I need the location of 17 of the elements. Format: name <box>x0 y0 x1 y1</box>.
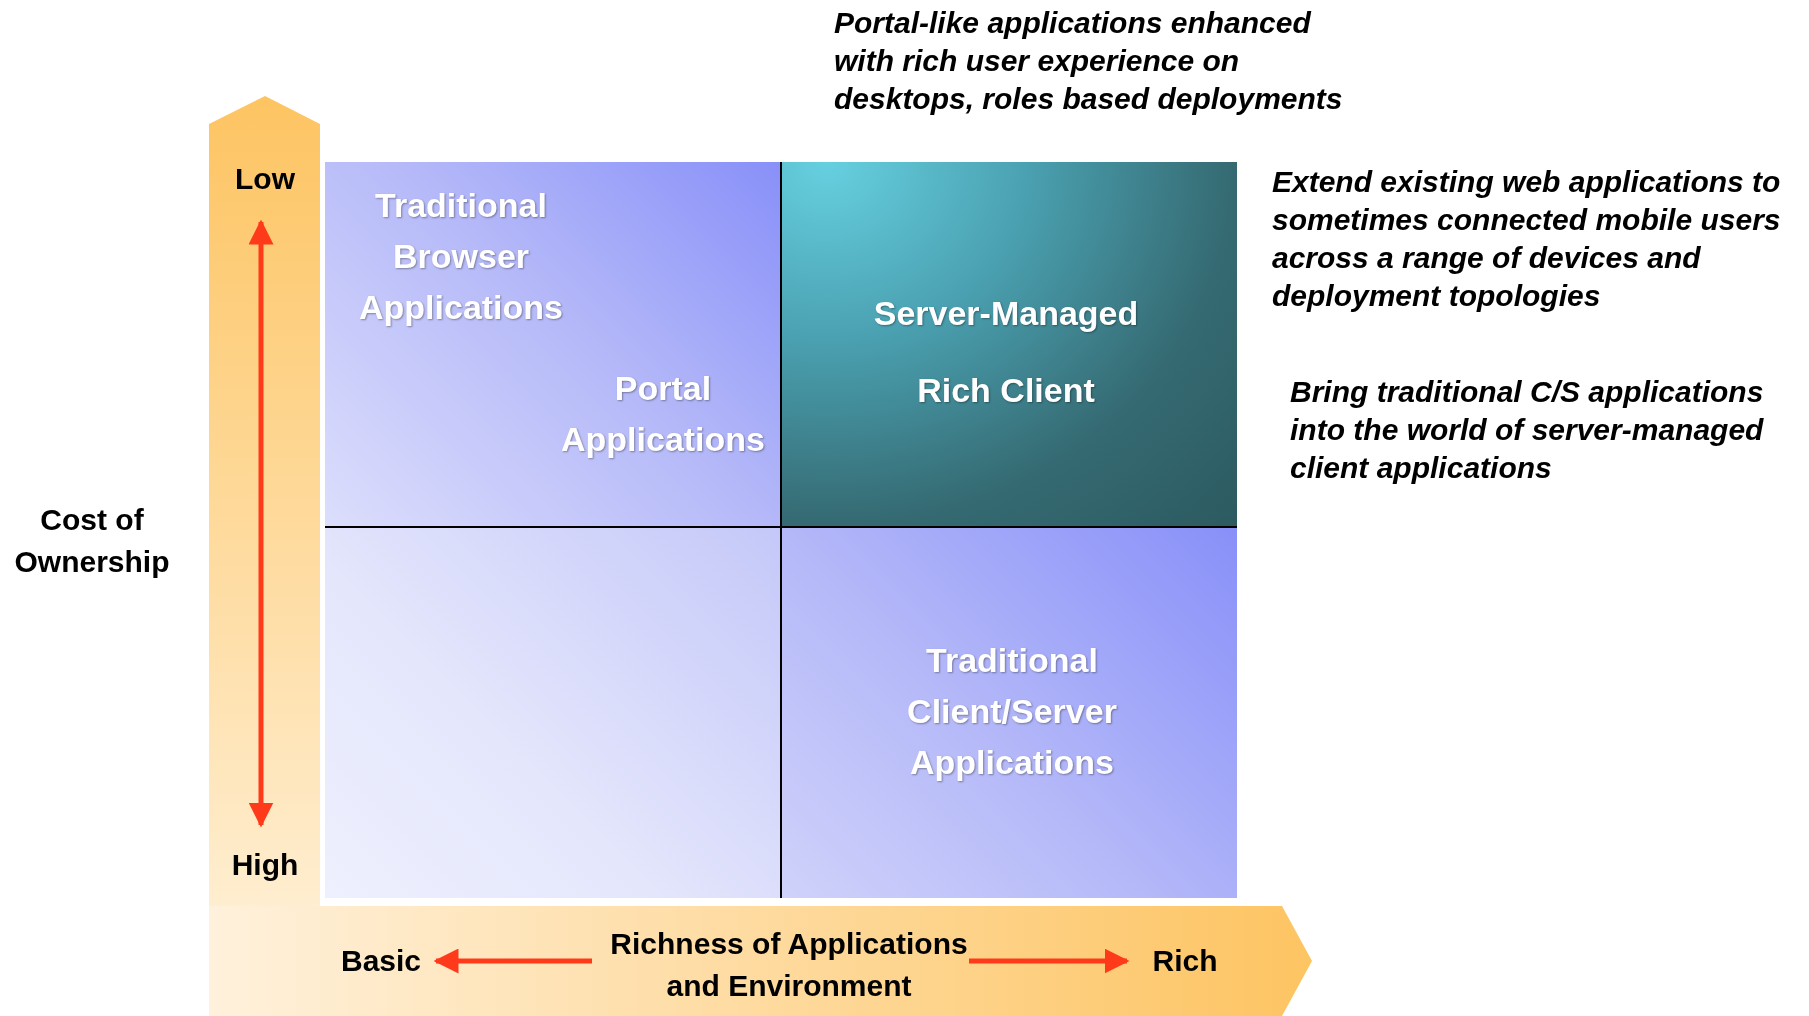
quadrant-box <box>325 527 781 898</box>
quadrant-box <box>325 162 781 527</box>
quadrant-label: Traditional Client/Server Applications <box>906 640 1118 783</box>
axis-label: Rich <box>1151 943 1219 979</box>
quadrant-label: Portal Applications <box>560 368 766 460</box>
axis-title: Richness of Applications and Environment <box>609 926 969 1004</box>
note-text: Extend existing web applications to sometimes connected mobile users across a range of devices and deployment topologies <box>1272 164 1782 314</box>
axis-label: Low <box>234 161 296 197</box>
axis-label: High <box>230 847 300 883</box>
quadrant-box <box>781 527 1237 898</box>
quadrant-label: Server-Managed Rich Client <box>872 293 1140 411</box>
quadrant-box <box>781 162 1237 527</box>
axis-title: Cost of Ownership <box>13 502 171 580</box>
note-text: Portal-like applications enhanced with rich user experience on desktops, roles based deployments <box>834 5 1344 117</box>
quadrant-label: Traditional Browser Applications <box>358 185 564 328</box>
axis-label: Basic <box>339 943 423 979</box>
note-text: Bring traditional C/S applications into the world of server-managed client applications <box>1290 374 1765 486</box>
